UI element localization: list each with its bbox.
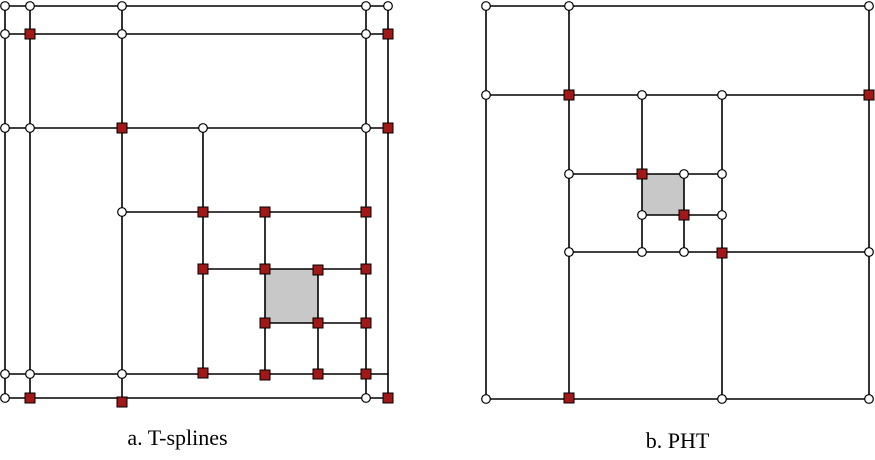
square-vertex xyxy=(197,206,209,218)
circle-vertex xyxy=(637,210,647,220)
caption-pht: b. PHT xyxy=(645,428,710,453)
square-vertex xyxy=(863,89,875,101)
circle-vertex xyxy=(0,123,10,133)
circle-vertex xyxy=(25,369,35,379)
square-vertex xyxy=(312,317,324,329)
circle-vertex xyxy=(25,1,35,11)
circle-vertex xyxy=(0,393,10,403)
square-vertex xyxy=(563,392,575,404)
square-vertex xyxy=(197,367,209,379)
square-vertex xyxy=(716,247,728,259)
circle-vertex xyxy=(383,1,393,11)
circle-vertex xyxy=(117,29,127,39)
square-vertex xyxy=(382,28,394,40)
circle-vertex xyxy=(361,29,371,39)
shaded-cell xyxy=(642,174,684,215)
circle-vertex xyxy=(864,394,874,404)
square-vertex xyxy=(24,392,36,404)
circle-vertex xyxy=(564,1,574,11)
square-vertex xyxy=(563,89,575,101)
circle-vertex xyxy=(717,169,727,179)
square-vertex xyxy=(312,368,324,380)
square-vertex xyxy=(360,206,372,218)
circle-vertex xyxy=(564,169,574,179)
circle-vertex xyxy=(481,394,491,404)
circle-vertex xyxy=(717,90,727,100)
pht-mesh xyxy=(481,1,875,404)
circle-vertex xyxy=(717,210,727,220)
square-vertex xyxy=(259,317,271,329)
square-vertex xyxy=(360,368,372,380)
circle-vertex xyxy=(481,90,491,100)
circle-vertex xyxy=(361,393,371,403)
circle-vertex xyxy=(0,1,10,11)
square-vertex xyxy=(636,168,648,180)
circle-vertex xyxy=(679,247,689,257)
circle-vertex xyxy=(0,369,10,379)
square-vertex xyxy=(360,263,372,275)
circle-vertex xyxy=(637,247,647,257)
circle-vertex xyxy=(117,1,127,11)
square-vertex xyxy=(259,206,271,218)
circle-vertex xyxy=(198,123,208,133)
circle-vertex xyxy=(117,369,127,379)
square-vertex xyxy=(116,122,128,134)
circle-vertex xyxy=(864,1,874,11)
square-vertex xyxy=(382,392,394,404)
square-vertex xyxy=(382,122,394,134)
circle-vertex xyxy=(864,247,874,257)
t-splines-mesh xyxy=(0,1,394,408)
shaded-cell xyxy=(265,269,318,323)
circle-vertex xyxy=(0,29,10,39)
circle-vertex xyxy=(637,90,647,100)
square-vertex xyxy=(259,263,271,275)
circle-vertex xyxy=(361,1,371,11)
circle-vertex xyxy=(361,123,371,133)
square-vertex xyxy=(312,264,324,276)
square-vertex xyxy=(24,28,36,40)
circle-vertex xyxy=(717,394,727,404)
square-vertex xyxy=(197,263,209,275)
circle-vertex xyxy=(679,169,689,179)
square-vertex xyxy=(360,317,372,329)
circle-vertex xyxy=(564,247,574,257)
circle-vertex xyxy=(117,207,127,217)
square-vertex xyxy=(678,209,690,221)
circle-vertex xyxy=(481,1,491,11)
caption-t-splines: a. T-splines xyxy=(127,425,228,450)
square-vertex xyxy=(259,369,271,381)
square-vertex xyxy=(116,396,128,408)
circle-vertex xyxy=(25,123,35,133)
